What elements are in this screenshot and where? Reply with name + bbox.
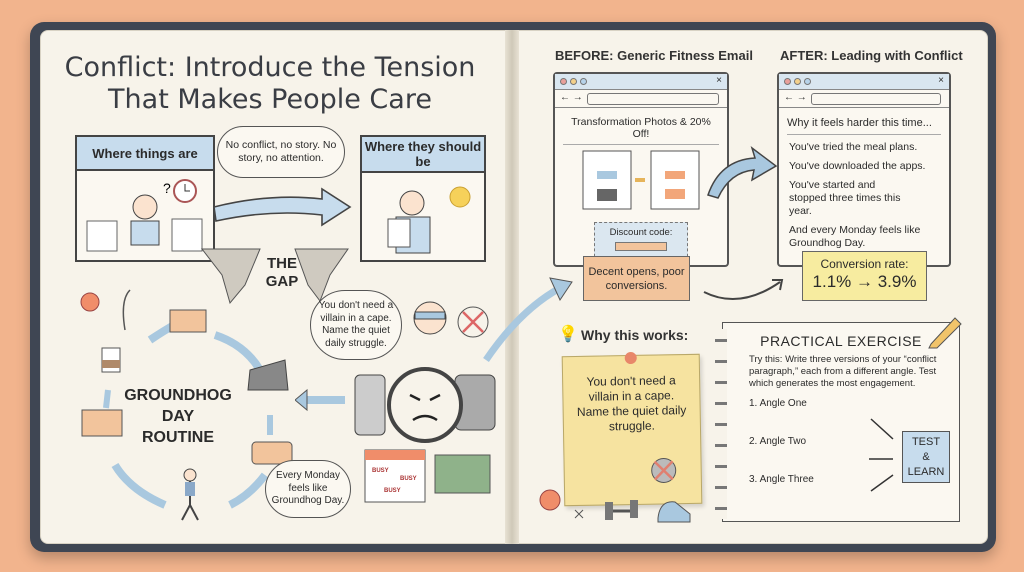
after-line: And every Monday feels like Groundhog Da…: [789, 224, 921, 249]
cliff-gap-illustration: [200, 248, 349, 305]
stressed-person-illustration: ?: [86, 179, 203, 252]
alarm-clock-icon: [387, 367, 463, 443]
routine-label: GROUNDHOG DAY ROUTINE: [108, 385, 248, 448]
cluttered-box-icon: [81, 409, 123, 437]
apple-icon: [80, 292, 100, 312]
window-dot: [784, 78, 791, 85]
progress-arrow-icon: [213, 187, 352, 227]
money-stack-icon: [434, 454, 491, 494]
thought-bubble: No conflict, no story. No story, no atte…: [217, 126, 345, 178]
couch-icon: [251, 441, 293, 465]
close-icon[interactable]: ×: [716, 75, 722, 86]
after-line: You've started and stopped three times t…: [789, 179, 901, 217]
window-dot: [794, 78, 801, 85]
angry-alarm-clock-illustration: [295, 301, 496, 503]
window-dot: [570, 78, 577, 85]
walking-person-icon: [183, 468, 197, 482]
after-subject: Why it feels harder this time...: [787, 108, 941, 135]
page-title-line-1: Conflict: Introduce the Tension: [64, 52, 476, 83]
tablet-icon: [354, 374, 386, 436]
calendar-tag: BUSY: [372, 468, 389, 474]
monday-bubble: Every Monday feels like Groundhog Day.: [265, 460, 351, 518]
page-title-line-2: That Makes People Care: [108, 84, 432, 115]
converging-arrows-icon: [869, 418, 894, 492]
no-villain-icon: [651, 457, 677, 483]
calendar-tag: BUSY: [400, 476, 417, 482]
desired-state-label: Where they should be: [362, 137, 484, 173]
dumbbell-icon: [605, 500, 638, 520]
test-learn-line: &: [922, 451, 930, 463]
curved-arrow-icon: [707, 146, 778, 199]
before-heading: BEFORE: Generic Fitness Email: [555, 48, 753, 63]
diagonal-arrow-icon: [483, 277, 573, 362]
sneaker-icon: [657, 501, 691, 523]
pushpin-icon: [624, 351, 637, 365]
routine-label-line: ROUTINE: [142, 429, 214, 446]
cycle-arrow: [103, 389, 111, 409]
lightbulb-icon: 💡: [558, 326, 578, 343]
gap-label-the: THE: [267, 255, 297, 272]
apple-icon: [539, 489, 561, 511]
spiral-binding: [715, 329, 727, 519]
window-dot: [804, 78, 811, 85]
current-state-label: Where things are: [77, 137, 213, 171]
after-line: You've downloaded the apps.: [789, 160, 926, 172]
test-learn-line: TEST: [911, 436, 941, 448]
sticky-note: You don't need a villain in a cape. Name…: [561, 351, 703, 507]
practical-exercise-notepad: PRACTICAL EXERCISE Try this: Write three…: [715, 322, 960, 522]
routine-cycle-diagram: [80, 289, 293, 521]
after-heading: AFTER: Leading with Conflict: [780, 48, 963, 63]
fitness-icons: [539, 489, 691, 523]
test-learn-box: TEST & LEARN: [902, 431, 950, 483]
cycle-arrow: [228, 472, 269, 509]
after-line: You've tried the meal plans.: [789, 141, 918, 153]
angle-item: 2. Angle Two: [749, 436, 807, 447]
curved-arrow-icon: [703, 279, 784, 301]
nav-arrows-icon[interactable]: ← →: [560, 92, 583, 103]
gap-label-gap: GAP: [265, 273, 299, 290]
sun-icon: [449, 186, 471, 208]
notebook-spine: [505, 30, 519, 544]
routine-label-line: GROUNDHOG: [124, 387, 232, 404]
angle-item: 3. Angle Three: [749, 474, 814, 485]
discount-code-field[interactable]: [615, 242, 667, 251]
exercise-body: Try this: Write three versions of your “…: [749, 354, 937, 389]
url-bar: ← →: [555, 90, 727, 108]
calendar-tag: BUSY: [384, 488, 401, 494]
discount-label: Discount code:: [609, 227, 673, 238]
after-email-window: × ← → Why it feels harder this time... Y…: [777, 72, 951, 267]
nav-arrows-icon[interactable]: ← →: [784, 92, 807, 103]
conversion-value: 1.1% → 3.9%: [812, 272, 917, 291]
test-learn-line: LEARN: [907, 466, 945, 478]
treadmill-icon: [247, 359, 289, 391]
cycle-arrow: [111, 462, 167, 509]
svg-text:?: ?: [163, 180, 171, 196]
current-state-box: Where things are ?: [75, 135, 215, 262]
url-bar: ← →: [779, 90, 949, 108]
before-subject: Transformation Photos & 20% Off!: [563, 108, 719, 145]
desired-state-box: Where they should be: [360, 135, 486, 262]
window-dot: [560, 78, 567, 85]
sticky-note-text: You don't need a villain in a cape. Name…: [576, 373, 687, 434]
conversion-label: Conversion rate:: [820, 257, 909, 271]
happy-person-illustration: [387, 186, 471, 254]
before-result-box: Decent opens, poor conversions.: [583, 256, 690, 301]
cycle-arrow: [213, 331, 264, 373]
villain-bubble: You don't need a villain in a cape. Name…: [310, 290, 402, 360]
routine-label-line: DAY: [161, 408, 195, 425]
close-icon[interactable]: ×: [938, 75, 944, 86]
pencil-icon: [928, 317, 962, 349]
exercise-heading: PRACTICAL EXERCISE: [760, 333, 922, 349]
before-after-photos-illustration: [582, 150, 700, 210]
why-heading: Why this works:: [581, 327, 689, 343]
inbox-tray-icon: [169, 309, 207, 333]
conversion-box: Conversion rate: 1.1% → 3.9%: [802, 251, 927, 301]
window-dot: [580, 78, 587, 85]
angle-item: 1. Angle One: [749, 398, 807, 409]
